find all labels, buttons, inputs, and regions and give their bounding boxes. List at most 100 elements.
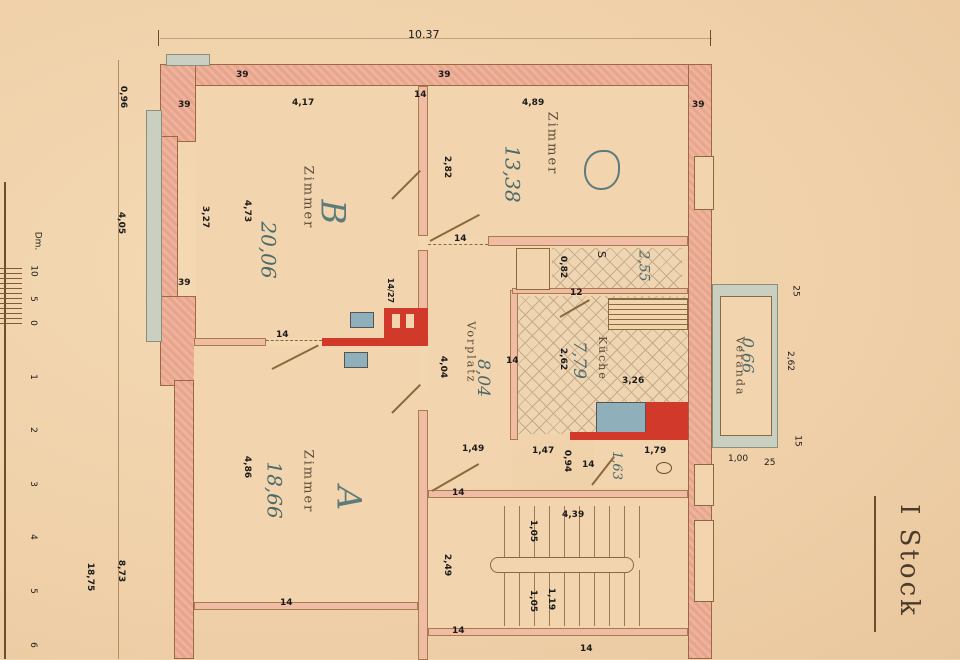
kitchen-stove-blue bbox=[596, 402, 646, 434]
kitchen-sink bbox=[608, 298, 688, 330]
scale-tick-5b: 5 bbox=[27, 588, 38, 594]
chimney-dim: 14/27 bbox=[386, 277, 396, 304]
room-c-width: 4,89 bbox=[522, 98, 545, 108]
wall-stair-bottom bbox=[428, 628, 688, 636]
wc-toilet-icon bbox=[656, 462, 672, 474]
overall-width-label: 10.37 bbox=[408, 28, 440, 41]
room-c-label: Zimmer bbox=[544, 111, 560, 176]
flue-1 bbox=[392, 314, 400, 328]
window-right-1 bbox=[694, 156, 714, 210]
vorplatz-width: 1,49 bbox=[462, 444, 485, 454]
room-b-area: 20,06 bbox=[256, 221, 281, 279]
speise-floor bbox=[552, 248, 682, 288]
scale-bar-fine-ticks bbox=[0, 268, 22, 324]
stair-treads-bottom bbox=[490, 570, 640, 626]
left-dim-096: 0,96 bbox=[118, 85, 129, 109]
kitchen-depth: 2,62 bbox=[558, 347, 569, 371]
room-a-floor bbox=[194, 346, 418, 604]
left-dimension-line bbox=[118, 60, 119, 659]
veranda-side-bottom: 25 bbox=[764, 458, 776, 468]
corner-sill-top bbox=[166, 54, 210, 66]
veranda-depth: 2,62 bbox=[785, 350, 796, 372]
speise-depth: 0,82 bbox=[558, 255, 569, 279]
scale-tick-4: 4 bbox=[27, 534, 38, 540]
wall-speise bbox=[512, 288, 688, 294]
stair-run-2: 1,05 bbox=[528, 589, 539, 613]
wall-39-left-lower: 39 bbox=[178, 278, 191, 288]
room-c-letter bbox=[584, 150, 620, 190]
room-c-depth: 2,82 bbox=[442, 155, 453, 179]
scale-tick-5: 5 bbox=[27, 296, 38, 302]
doorway-dash-c bbox=[428, 244, 488, 245]
room-b-floor bbox=[196, 86, 418, 338]
wall-14-top: 14 bbox=[414, 90, 427, 100]
wall-b-c bbox=[418, 86, 428, 236]
left-outer-wall-upper bbox=[160, 64, 196, 142]
room-b-depth: 4,73 bbox=[242, 199, 253, 223]
room-b-letter: B bbox=[312, 199, 353, 225]
room-b-width: 4,17 bbox=[292, 98, 315, 108]
kitchen-area: 7,79 bbox=[568, 341, 589, 379]
veranda-width: 1,00 bbox=[728, 454, 749, 464]
room-a-letter: A bbox=[328, 485, 369, 511]
veranda-floor bbox=[720, 296, 772, 436]
left-dim-873: 8,73 bbox=[116, 559, 127, 583]
scale-tick-3: 3 bbox=[27, 481, 38, 487]
room-c-area: 13,38 bbox=[500, 145, 525, 203]
speise-area: 2,55 bbox=[635, 250, 652, 282]
room-a-depth: 4,86 bbox=[242, 455, 253, 479]
wall-14-stair-bottom: 14 bbox=[452, 626, 465, 636]
chimney-wall bbox=[322, 338, 428, 346]
stair-run-1: 1,05 bbox=[528, 519, 539, 543]
window-right-2 bbox=[694, 464, 714, 506]
left-outer-wall-bay bbox=[160, 136, 178, 306]
left-outer-wall-lower bbox=[160, 296, 196, 386]
speise-label: S bbox=[594, 251, 608, 258]
scale-unit-label: Dm. bbox=[32, 231, 43, 251]
wall-39-top-mid: 39 bbox=[438, 70, 451, 80]
wall-14-a-bottom: 14 bbox=[280, 598, 293, 608]
bay-window-sill bbox=[146, 110, 162, 342]
stair-depth: 2,49 bbox=[442, 553, 453, 577]
left-dim-405: 4,05 bbox=[116, 211, 127, 235]
veranda-side-right: 15 bbox=[792, 435, 803, 447]
dim-tick-left bbox=[158, 30, 159, 46]
wc-dim-179: 1,79 bbox=[644, 446, 667, 456]
wall-a-bottom bbox=[194, 602, 418, 610]
wall-b-a-left bbox=[194, 338, 266, 346]
scale-tick-0: 0 bbox=[27, 320, 38, 326]
stair-treads-top bbox=[490, 506, 640, 558]
kitchen-red-wall bbox=[570, 432, 688, 440]
scale-bar-line bbox=[4, 182, 6, 659]
left-outer-wall-bottom bbox=[174, 380, 194, 659]
room-b-pier: 3,27 bbox=[200, 205, 211, 229]
wc-area: 1,63 bbox=[608, 451, 624, 480]
flue-2 bbox=[406, 314, 414, 328]
dim-tick-right bbox=[710, 30, 711, 46]
doorway-dash-ba bbox=[266, 340, 322, 341]
wall-14-stair: 14 bbox=[452, 488, 465, 498]
kitchen-width: 3,26 bbox=[622, 376, 645, 386]
scale-tick-2: 2 bbox=[27, 427, 38, 433]
overall-height-label: 18,75 bbox=[85, 562, 96, 592]
stair-width: 4,39 bbox=[562, 510, 585, 520]
wall-14-ba: 14 bbox=[276, 330, 289, 340]
stair-landing: 1,19 bbox=[546, 587, 557, 611]
scale-tick-6: 6 bbox=[27, 642, 38, 648]
wall-14-kitchen: 14 bbox=[506, 356, 519, 366]
room-a-area: 18,66 bbox=[262, 461, 287, 519]
wall-stair-top bbox=[428, 490, 688, 498]
vorplatz-floor bbox=[428, 246, 512, 488]
kitchen-chimney bbox=[646, 402, 688, 432]
stair-handrail bbox=[490, 557, 634, 573]
wall-c-bottom bbox=[488, 236, 688, 246]
hall-door-dim: 12 bbox=[570, 288, 583, 298]
wc-dim-094: 0,94 bbox=[562, 449, 573, 473]
wall-14-wc: 14 bbox=[582, 460, 595, 470]
veranda-side-top: 25 bbox=[790, 285, 801, 297]
pantry-box bbox=[516, 248, 550, 290]
wall-14-c: 14 bbox=[454, 234, 467, 244]
scale-tick-1: 1 bbox=[27, 374, 38, 380]
kitchen-label: Küche bbox=[595, 336, 609, 381]
